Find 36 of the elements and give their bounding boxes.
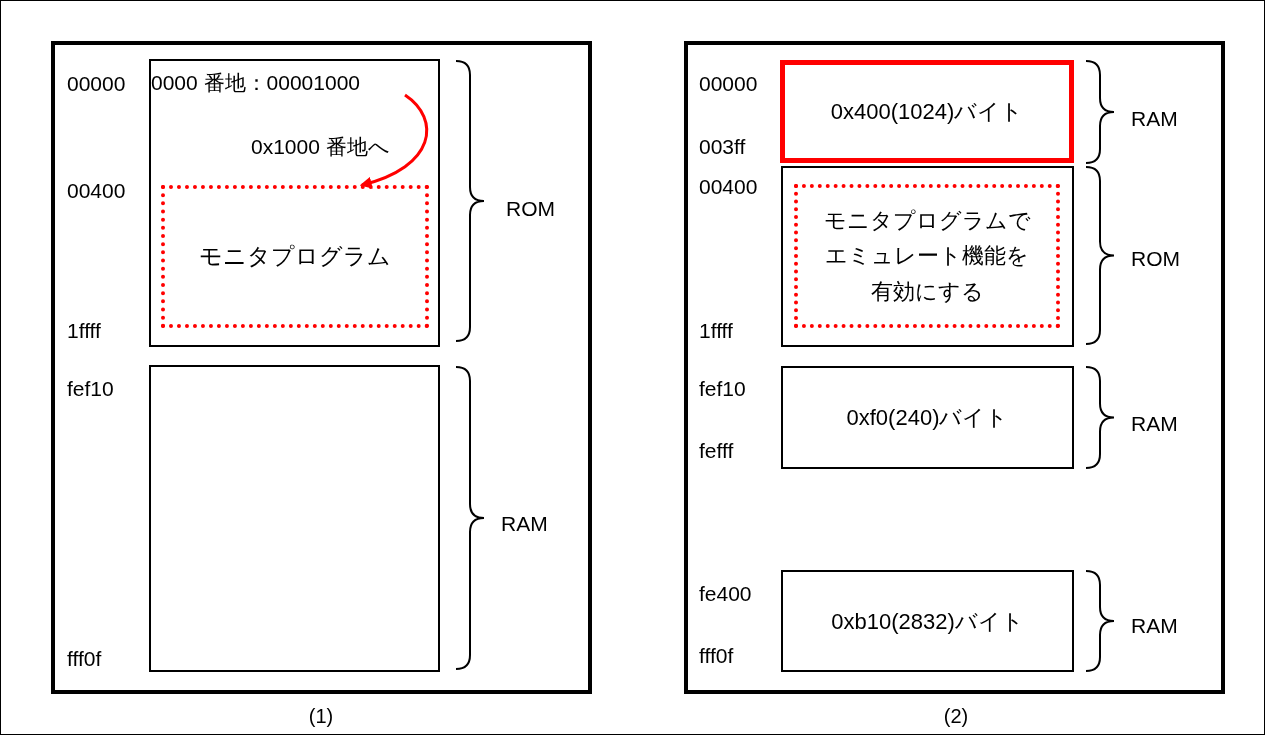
region-label: 0x400(1024)バイト [830,98,1024,126]
address-label: 00400 [67,178,126,204]
dotted-region [794,184,1060,328]
region-label: 0xf0(240)バイト [846,404,1009,432]
address-label: fff0f [699,643,734,669]
region-name: ROM [1131,246,1180,272]
arrow [359,93,429,188]
address-label: fe400 [699,581,752,607]
region-name: RAM [1131,613,1178,639]
address-label: fff0f [67,646,102,672]
region-name: RAM [501,511,548,537]
region-label: モニタプログラム [199,242,391,272]
region-name: RAM [1131,106,1178,132]
address-label: 003ff [699,134,746,160]
panel-caption: (1) [308,704,334,729]
address-label: fef10 [67,376,114,402]
memory-block [781,166,1074,347]
region-label: モニタプログラムでエミュレート機能を有効にする [822,207,1032,306]
region-name: RAM [1131,411,1178,437]
panel-caption: (2) [943,704,969,729]
region-label: 0xb10(2832)バイト [831,607,1024,636]
address-label: fefff [699,438,734,464]
memory-block [780,60,1074,163]
memory-block [149,365,440,672]
address-label: fef10 [699,376,746,402]
memory-block [781,366,1074,469]
dotted-region [161,185,429,328]
memory-block [781,570,1074,672]
address-label: 00000 [699,71,758,97]
address-label: 1ffff [699,318,733,344]
address-text: 0000 番地：00001000 [151,67,413,95]
address-label: 1ffff [67,318,101,344]
address-label: 00400 [699,174,758,200]
memory-map-panel [684,41,1225,694]
region-name: ROM [506,196,555,222]
address-label: 00000 [67,71,126,97]
